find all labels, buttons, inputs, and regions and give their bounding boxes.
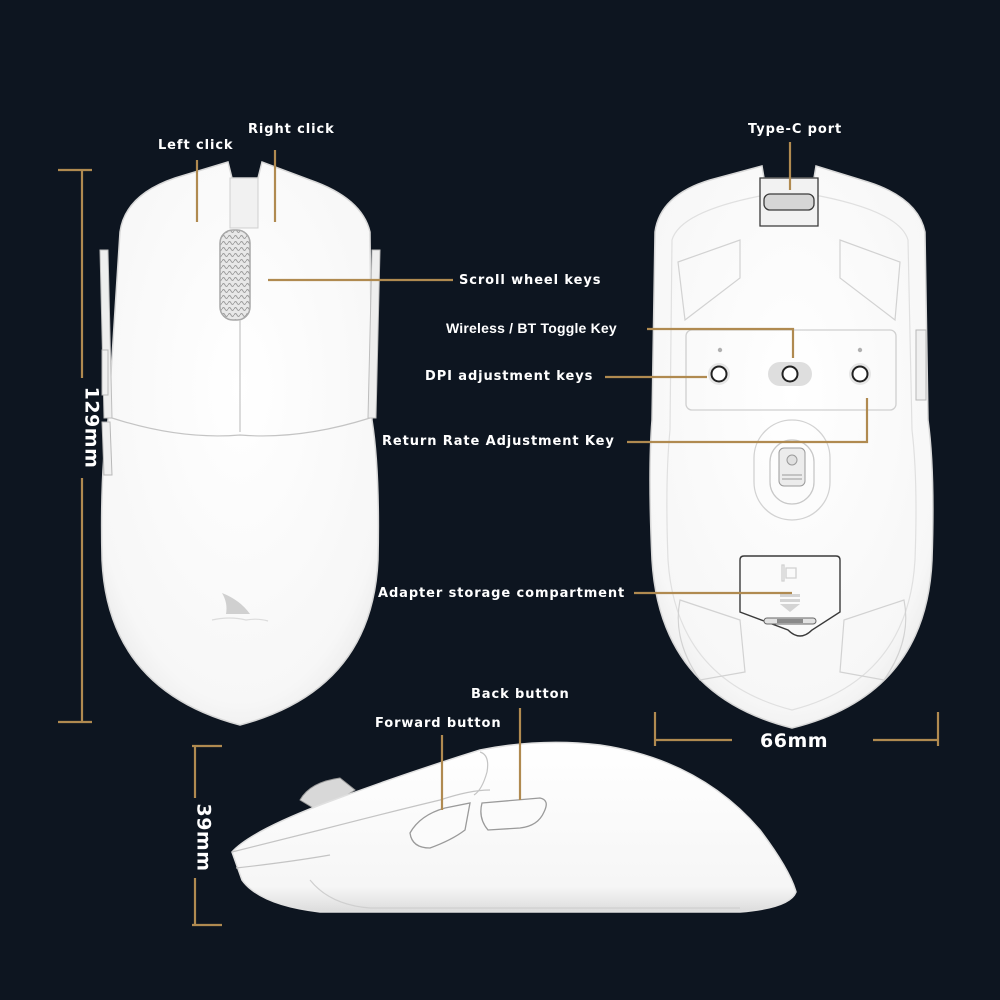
label-forward-button: Forward button: [375, 716, 502, 731]
label-adapter-storage: Adapter storage compartment: [378, 586, 626, 601]
label-left-click: Left click: [158, 138, 234, 153]
leader-return-rate: [627, 398, 869, 444]
side-view-mouse: [231, 741, 797, 913]
leader-lines: [195, 142, 869, 810]
label-scroll-wheel: Scroll wheel keys: [459, 273, 602, 288]
dimension-length: 129mm: [80, 386, 103, 469]
dimension-height: 39mm: [192, 803, 215, 872]
shark-fin-icon: [211, 593, 269, 622]
leader-wireless-bt: [647, 327, 795, 358]
label-right-click: Right click: [248, 122, 335, 137]
dimension-width: 66mm: [760, 730, 829, 752]
top-view-mouse: [99, 161, 381, 726]
label-wireless-bt-toggle: Wireless / BT Toggle Key: [446, 320, 617, 336]
dimension-lines: [58, 168, 940, 927]
label-type-c-port: Type-C port: [748, 122, 843, 137]
label-back-button: Back button: [471, 687, 570, 702]
label-dpi-adjustment: DPI adjustment keys: [425, 369, 594, 384]
label-return-rate: Return Rate Adjustment Key: [382, 434, 615, 449]
bottom-view-mouse: [649, 165, 934, 729]
